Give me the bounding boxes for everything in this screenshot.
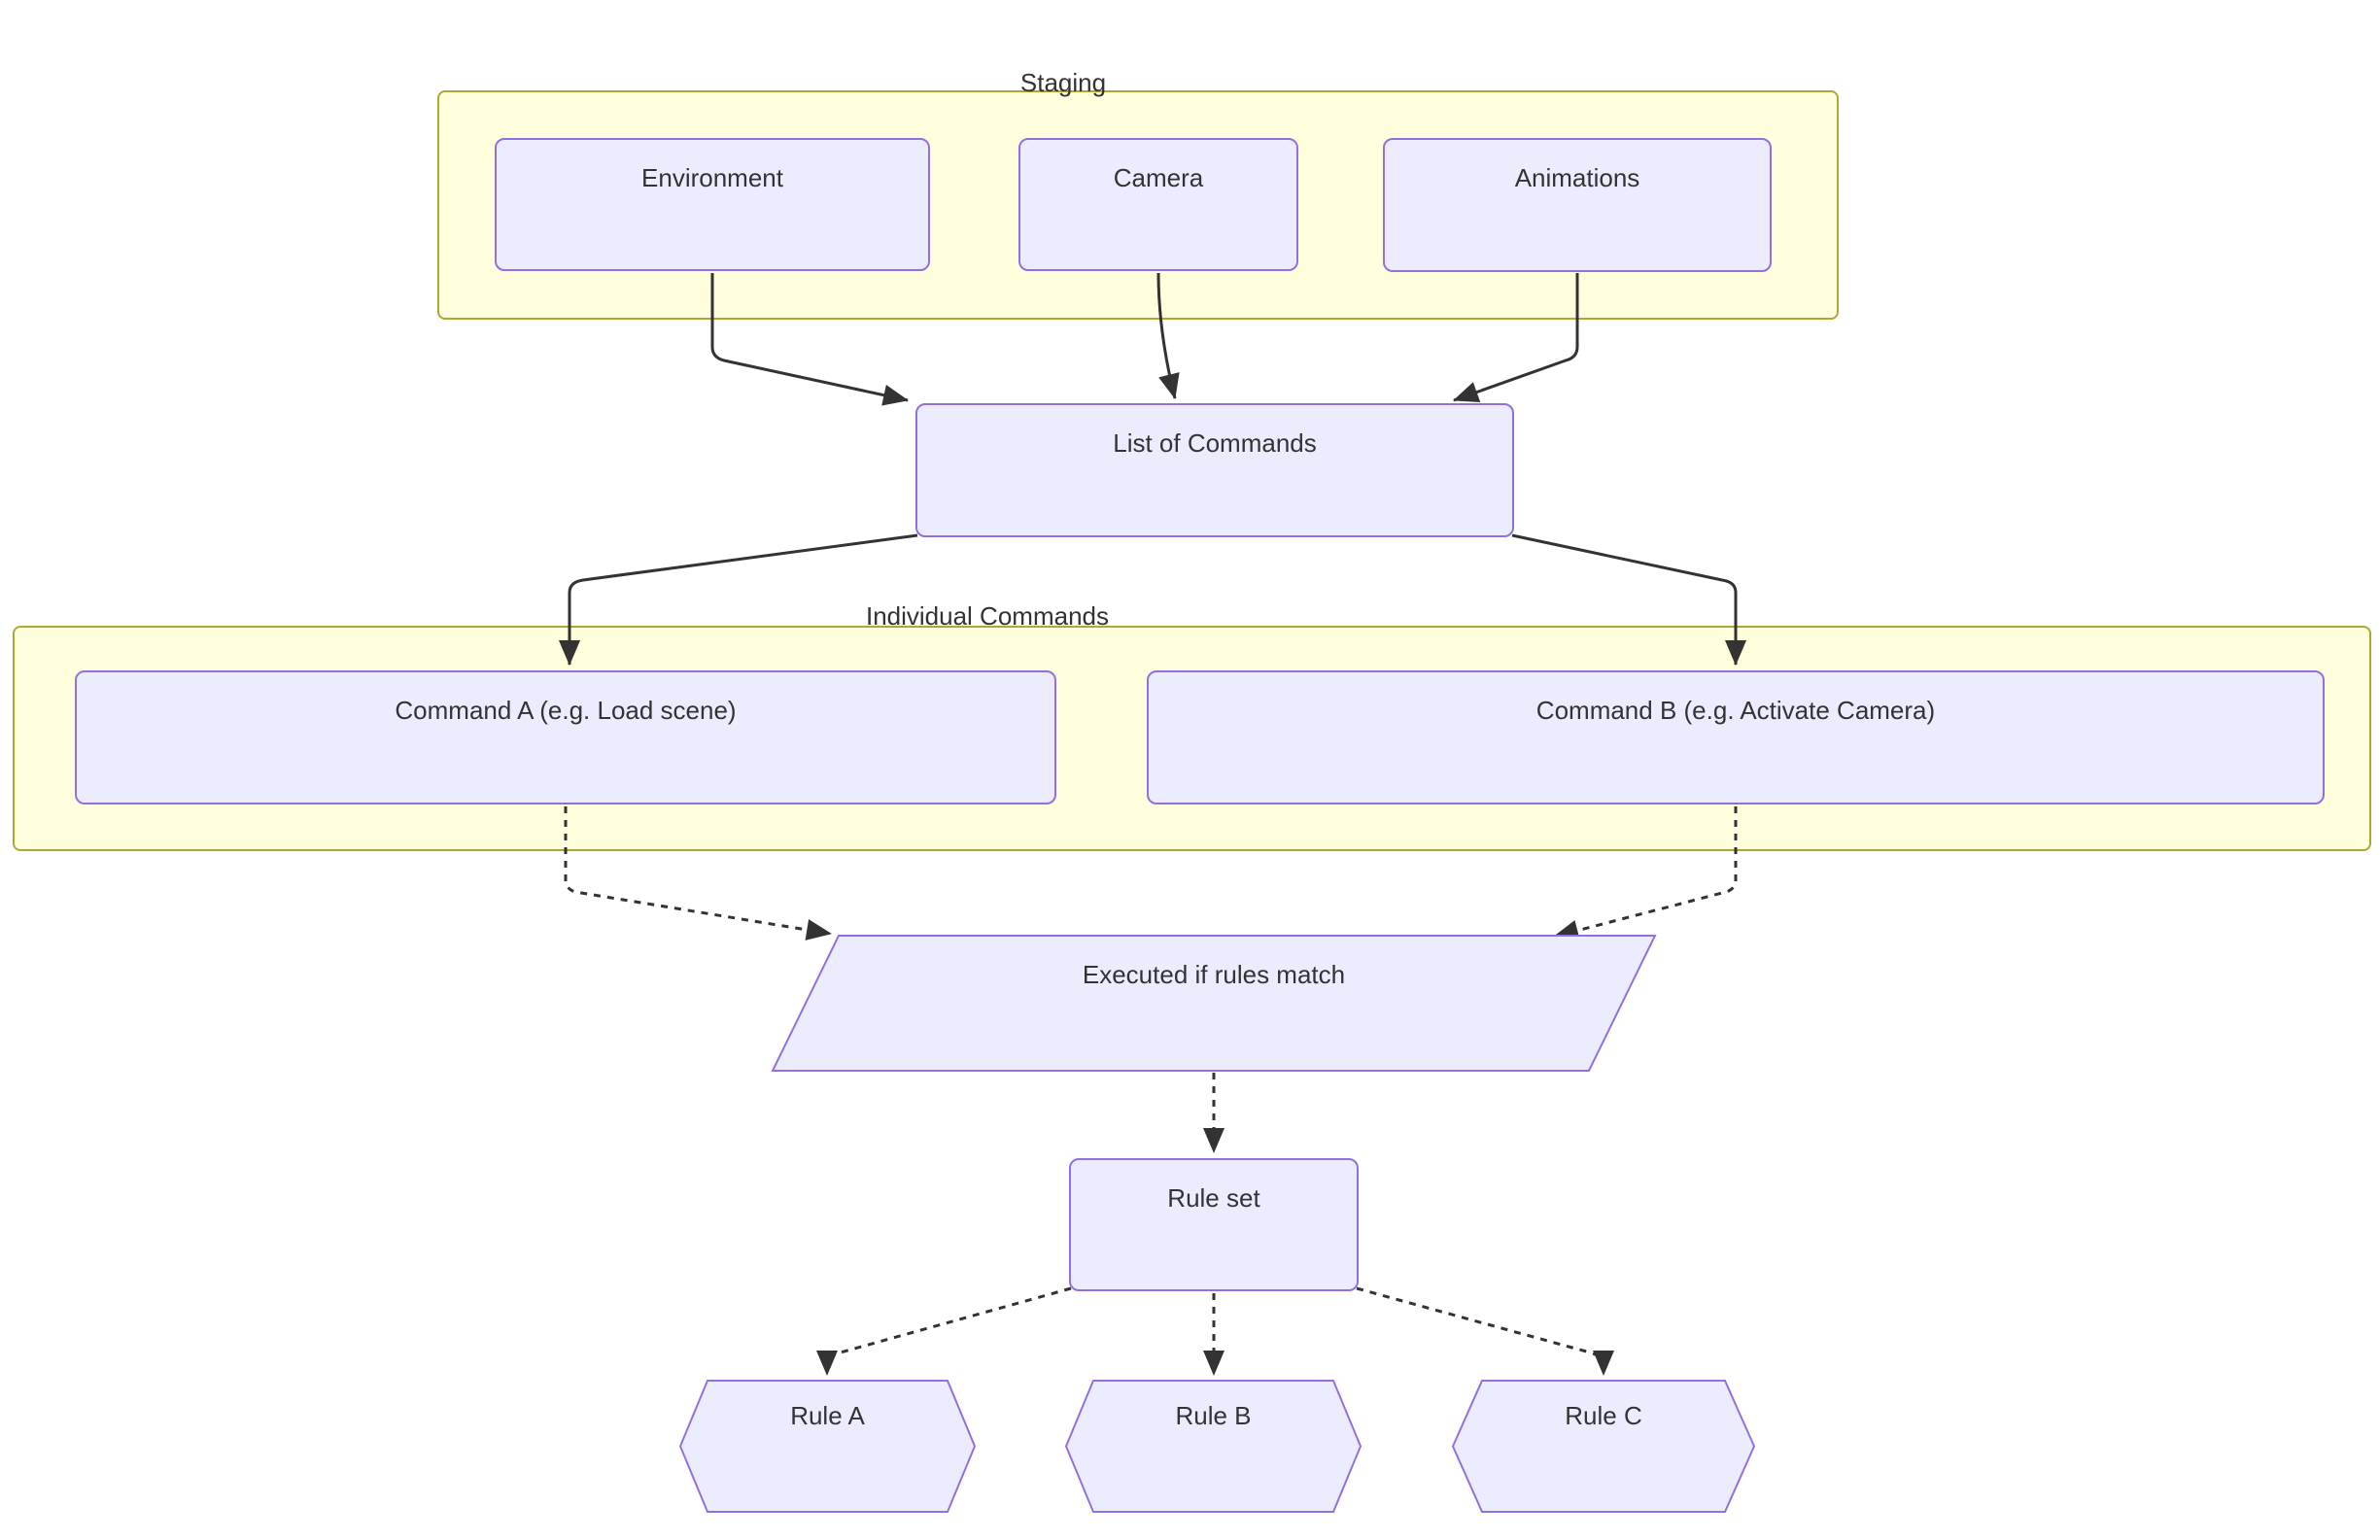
node-rule-b-label: Rule B xyxy=(1175,1401,1252,1430)
node-camera: Camera xyxy=(1018,138,1298,271)
node-list-of-commands: List of Commands xyxy=(915,403,1514,537)
node-animations-label: Animations xyxy=(1514,163,1640,192)
node-rule-c-label: Rule C xyxy=(1565,1401,1642,1430)
edge-animations-to-list xyxy=(1453,273,1579,402)
node-executed-shape xyxy=(771,935,1657,1072)
node-rule-b-shape xyxy=(1064,1380,1362,1513)
edge-rule-set-to-rule-a xyxy=(816,1286,1072,1376)
node-animations: Animations xyxy=(1383,138,1772,272)
edge-command-a-to-executed xyxy=(564,806,832,941)
node-rule-a-label: Rule A xyxy=(790,1401,865,1430)
node-executed-label: Executed if rules match xyxy=(1082,960,1346,989)
node-rule-a-shape xyxy=(678,1380,977,1513)
cluster-individual-commands-label: Individual Commands xyxy=(865,601,1109,631)
node-camera-label: Camera xyxy=(1113,163,1204,192)
edge-environment-to-list xyxy=(710,273,909,406)
edge-list-to-command-b xyxy=(1511,533,1746,666)
node-rule-set-label: Rule set xyxy=(1167,1183,1260,1213)
node-command-a: Command A (e.g. Load scene) xyxy=(75,670,1056,804)
node-rule-c-shape xyxy=(1451,1380,1756,1513)
edge-list-to-command-a xyxy=(559,533,918,666)
edge-command-b-to-executed xyxy=(1553,806,1738,941)
edge-rule-set-to-rule-c xyxy=(1356,1286,1614,1376)
node-command-b: Command B (e.g. Activate Camera) xyxy=(1147,670,2325,804)
node-environment-label: Environment xyxy=(641,163,783,192)
edge-camera-to-list xyxy=(1156,272,1180,399)
node-rule-set: Rule set xyxy=(1069,1158,1359,1291)
node-environment: Environment xyxy=(495,138,930,271)
cluster-staging-label: Staging xyxy=(1019,68,1107,97)
node-list-of-commands-label: List of Commands xyxy=(1113,428,1317,458)
node-command-a-label: Command A (e.g. Load scene) xyxy=(395,696,737,725)
node-command-b-label: Command B (e.g. Activate Camera) xyxy=(1535,696,1936,725)
